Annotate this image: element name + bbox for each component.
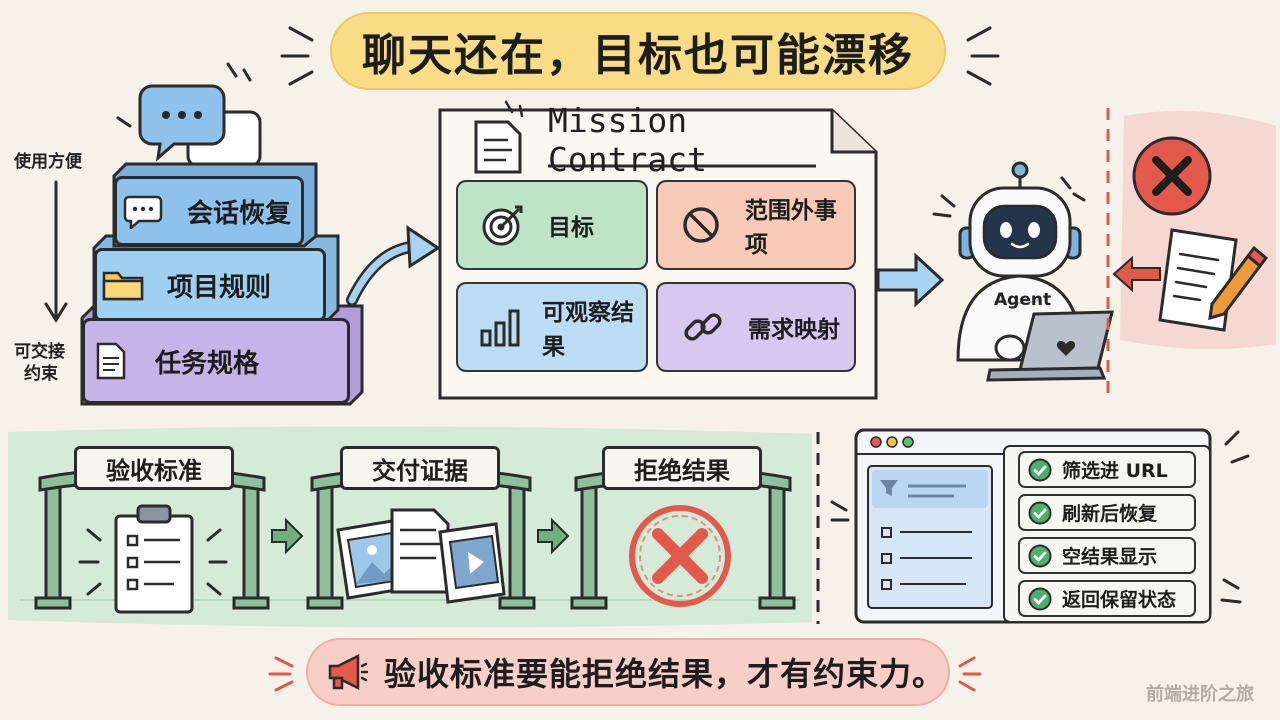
- contract-doc-icon: [474, 100, 524, 174]
- usability-label: 使用方便: [14, 152, 82, 172]
- chat-bubbles-icon: [116, 62, 262, 180]
- constraint-label-line1: 可交接: [14, 342, 65, 362]
- checklist-item-empty-result: 空结果显示: [1018, 537, 1196, 574]
- bottom-message-text: 验收标准要能拒绝结果，才有约束力。: [384, 655, 946, 693]
- check-circle-icon: [1028, 587, 1052, 611]
- rejected-x-icon: [1132, 136, 1212, 216]
- cell-label: 可观察结果: [542, 300, 635, 360]
- checklist-item-refresh-restore: 刷新后恢复: [1018, 494, 1196, 531]
- media-files-icon: [336, 508, 506, 604]
- check-circle-icon: [1028, 458, 1052, 482]
- cell-label: 需求映射: [748, 317, 840, 343]
- chat-bubble-icon: [117, 193, 169, 229]
- reject-x-icon: [629, 505, 731, 607]
- contract-cell-requirement-mapping: 需求映射: [656, 282, 856, 372]
- layer-task-spec: 任务规格: [82, 318, 350, 404]
- title-sparks-right: [966, 26, 1000, 86]
- clipboard-icon: [78, 504, 228, 614]
- bar-chart-icon: [472, 307, 528, 347]
- target-icon: [472, 203, 534, 247]
- contract-to-agent-arrow: [876, 252, 945, 308]
- folder-icon: [97, 267, 149, 303]
- layer-project-rules: 项目规则: [94, 248, 326, 322]
- layer-session-recovery: 会话恢复: [114, 176, 304, 246]
- gate-acceptance-criteria: 验收标准: [74, 446, 234, 490]
- document-icon: [85, 341, 137, 381]
- rejected-zone: [1112, 110, 1276, 350]
- cell-label: 范围外事项: [744, 198, 837, 258]
- check-circle-icon: [1028, 501, 1052, 525]
- bottom-message-banner: 验收标准要能拒绝结果，才有约束力。: [306, 638, 950, 706]
- layer-label: 任务规格: [155, 348, 260, 379]
- checklist-item-back-keeps-state: 返回保留状态: [1018, 580, 1196, 617]
- title-sparks-left: [280, 26, 314, 86]
- watermark: 前端进阶之旅: [1146, 684, 1254, 705]
- prohibited-icon: [672, 205, 731, 245]
- checklist-item-filter-url: 筛选进 URL: [1018, 451, 1196, 488]
- contract-cell-observable-results: 可观察结果: [456, 282, 648, 372]
- gate-reject-result: 拒绝结果: [602, 446, 762, 490]
- gate-delivery-evidence: 交付证据: [340, 446, 500, 490]
- contract-cell-out-of-scope: 范围外事项: [656, 180, 856, 270]
- agent-label: Agent: [994, 290, 1052, 310]
- page-title: 聊天还在，目标也可能漂移: [330, 12, 946, 90]
- agent-robot: [932, 161, 1114, 382]
- layer-label: 项目规则: [167, 272, 272, 303]
- stack-to-contract-arrow: [346, 225, 441, 306]
- cell-label: 目标: [548, 215, 594, 241]
- contract-title: Mission Contract: [548, 101, 707, 179]
- edited-document-icon: [1158, 228, 1269, 332]
- check-circle-icon: [1028, 544, 1052, 568]
- usability-to-constraint-arrow: [44, 180, 68, 323]
- contract-cell-goal: 目标: [456, 180, 648, 270]
- bottom-sparks: [268, 656, 982, 692]
- link-icon: [672, 306, 734, 348]
- layer-label: 会话恢复: [187, 198, 292, 229]
- reject-arrow-icon: [1112, 255, 1161, 293]
- constraint-label-line2: 约束: [24, 364, 58, 384]
- megaphone-icon: [324, 652, 368, 692]
